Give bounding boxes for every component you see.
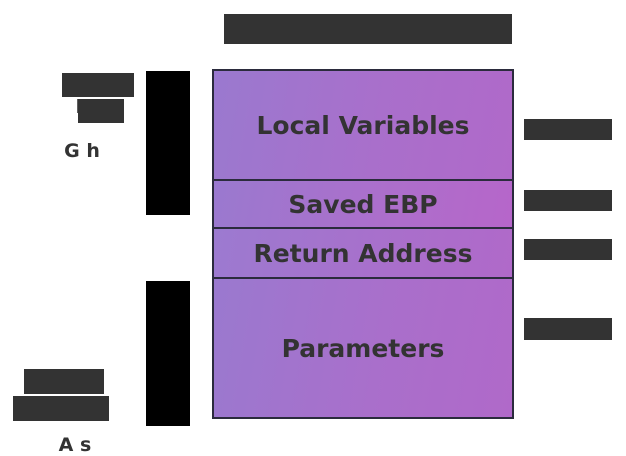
segment-return-address-label: Return Address: [253, 238, 473, 268]
left-label-stack-growth-line2: G h: [64, 140, 100, 162]
stack-frame-diagram: T e k G h er A s Local Variables Saved E…: [13, 10, 612, 456]
downward-arrow-redaction-bar: [146, 281, 190, 426]
segment-parameters: Parameters: [214, 279, 512, 417]
segment-saved-ebp: Saved EBP: [214, 181, 512, 229]
left-label-higher-addresses-line2: A s: [58, 434, 92, 456]
left-label-higher-addresses-redaction-1: [24, 369, 104, 394]
right-annotation-4-redaction-bar: [524, 318, 612, 340]
right-annotation-3-redaction-bar: [524, 239, 612, 260]
right-annotation-1-redaction-bar: [524, 119, 612, 140]
segment-return-address: Return Address: [214, 229, 512, 279]
segment-saved-ebp-label: Saved EBP: [288, 189, 438, 219]
left-label-stack-growth-redaction-1: [62, 73, 134, 97]
segment-local-variables: Local Variables: [214, 71, 512, 181]
stack-frame-box: Local Variables Saved EBP Return Address…: [212, 69, 514, 419]
segment-parameters-label: Parameters: [281, 333, 445, 363]
title-redaction-bar: [224, 14, 512, 44]
left-label-higher-addresses-redaction-2: [13, 396, 109, 421]
upward-arrow-redaction-bar: [146, 71, 190, 215]
right-annotation-2-redaction-bar: [524, 190, 612, 211]
left-label-stack-growth-redaction-2: [78, 99, 124, 123]
segment-local-variables-label: Local Variables: [256, 110, 470, 140]
